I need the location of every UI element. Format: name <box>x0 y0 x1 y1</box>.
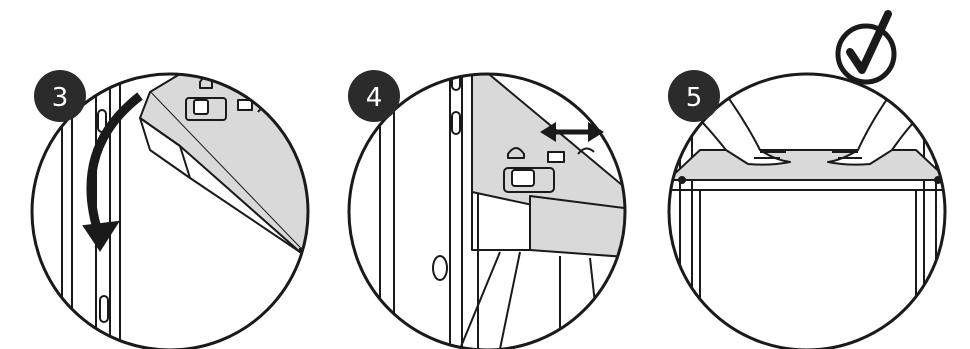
step-5-illustration <box>669 74 945 349</box>
double-arrow-horizontal-icon <box>540 122 604 142</box>
step-4-badge: 4 <box>348 70 400 122</box>
step-4-frame <box>347 72 627 349</box>
step-5-number: 5 <box>686 83 703 113</box>
step-3-frame <box>30 72 310 349</box>
step-5-frame <box>667 72 947 349</box>
step-3-panel: 3 <box>30 70 310 349</box>
step-3-number: 3 <box>52 83 69 113</box>
step-4-number: 4 <box>366 83 383 113</box>
step-3-badge: 3 <box>34 70 86 122</box>
curved-arrow-down-icon <box>82 92 143 252</box>
step-4-illustration <box>379 74 625 349</box>
step-5-badge: 5 <box>668 70 720 122</box>
step-3-illustration <box>61 74 308 349</box>
step-4-panel: 4 <box>347 70 627 349</box>
step-5-panel: 5 <box>667 10 947 349</box>
checkmark-circle-icon <box>835 10 897 85</box>
